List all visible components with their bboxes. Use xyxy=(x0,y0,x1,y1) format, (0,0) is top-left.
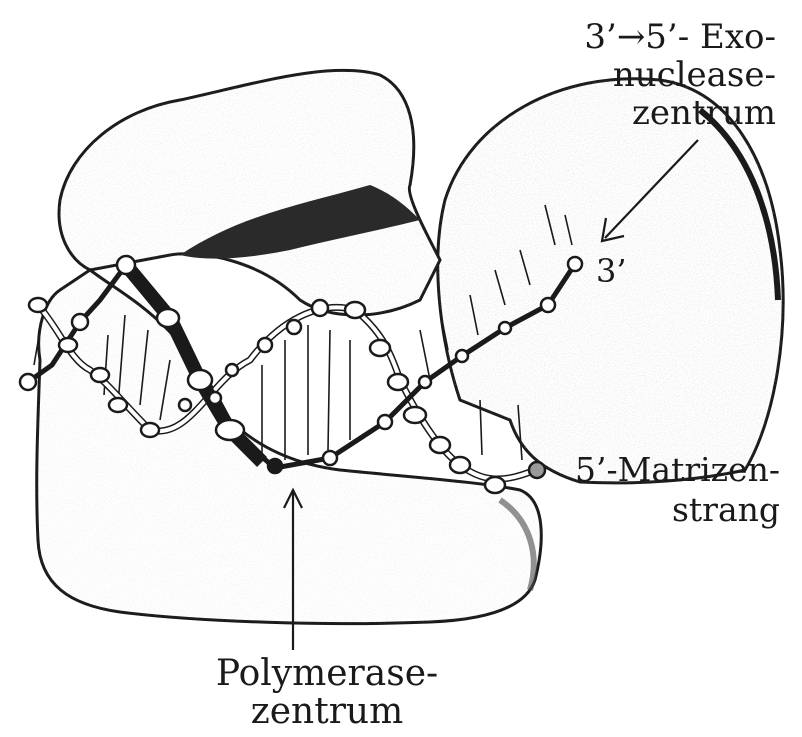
three-prime-label: 3’ xyxy=(596,255,627,287)
polymerase-label-line-2: zentrum xyxy=(207,693,447,731)
exonuclease-label-line-3: zentrum xyxy=(584,94,776,132)
polymerase-center-label: Polymerase- zentrum xyxy=(207,655,447,731)
template-strand-label-line-1: 5’-Matrizen- xyxy=(575,450,780,490)
template-strand-label: 5’-Matrizen- strang xyxy=(575,450,780,530)
exonuclease-label-line-1: 3’→5’- Exo- xyxy=(584,18,776,56)
exonuclease-label-line-2: nuclease- xyxy=(584,56,776,94)
template-strand-label-line-2: strang xyxy=(575,490,780,530)
exonuclease-center-label: 3’→5’- Exo- nuclease- zentrum xyxy=(584,18,776,132)
polymerase-label-line-1: Polymerase- xyxy=(207,655,447,693)
